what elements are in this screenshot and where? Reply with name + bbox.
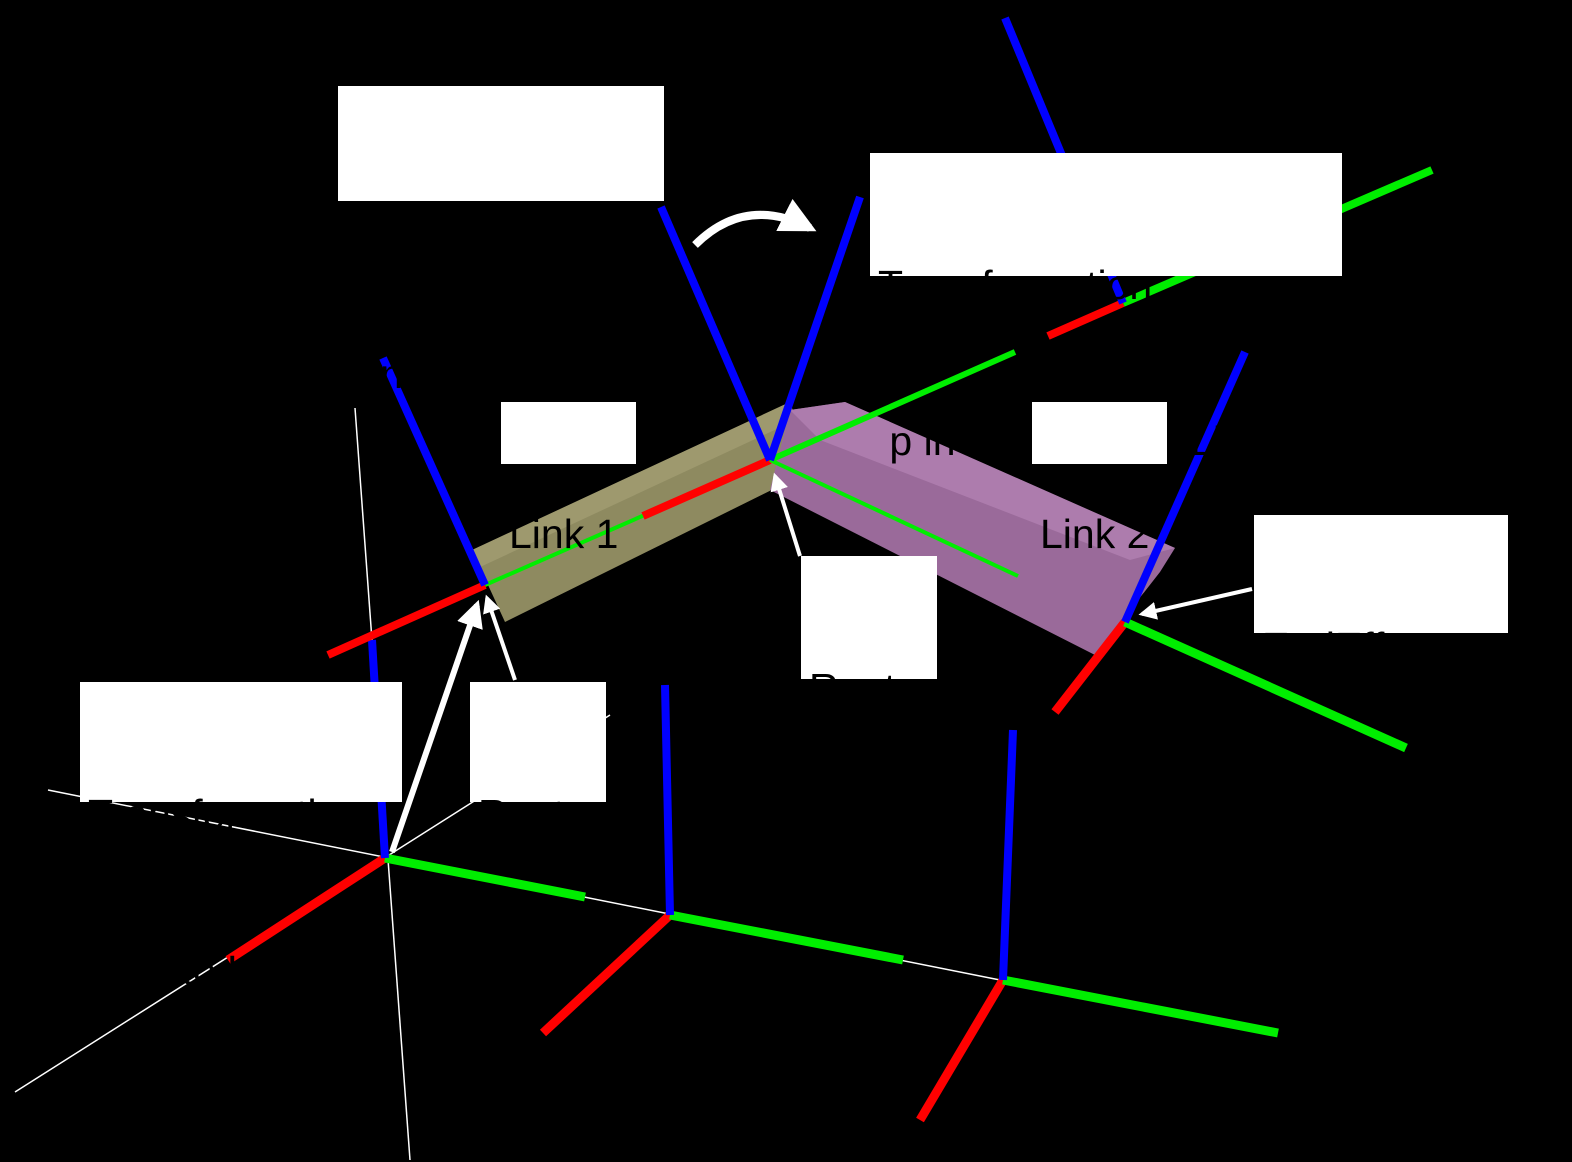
label-line: Origin Next Link bbox=[346, 195, 638, 241]
arrows bbox=[389, 198, 1253, 853]
label-transformation-root-to-link1: Transformation root to Link1 bbox=[80, 682, 402, 993]
arrow-endeffector bbox=[1138, 587, 1253, 620]
label-link2: Link 2 bbox=[1032, 402, 1167, 557]
label-line: Link 2 bbox=[809, 821, 919, 867]
link2-box bbox=[770, 402, 1175, 655]
z-axis bbox=[999, 729, 1017, 981]
frame-grid-3 bbox=[916, 729, 1279, 1123]
label-line: Transformation bbox=[878, 262, 1153, 308]
label-line: Transformation bbox=[88, 791, 363, 837]
label-line: Link 2 bbox=[1040, 511, 1150, 557]
y-axis bbox=[384, 853, 586, 902]
label-transformation-p-to-r: Transformation p in Link1 to r in Link2 bbox=[870, 153, 1342, 464]
x-axis bbox=[641, 456, 772, 520]
link1-box-top bbox=[472, 402, 796, 568]
frame-root-link2 bbox=[641, 195, 1019, 578]
z-axis bbox=[1121, 350, 1249, 624]
z-axis bbox=[657, 205, 774, 462]
label-root-link2: Root Link 2 bbox=[801, 556, 937, 867]
link1-box bbox=[472, 402, 812, 622]
label-endeffector: EndEffector on Link2 bbox=[1254, 515, 1508, 826]
link2-box-top bbox=[790, 402, 1175, 560]
z-axis-next bbox=[766, 195, 864, 462]
arrow-curved-transformation bbox=[692, 198, 817, 248]
label-line: EndEffector bbox=[1262, 624, 1476, 670]
label-line: Link 1 bbox=[509, 511, 619, 557]
label-line: on Link2 bbox=[1262, 780, 1429, 826]
y-axis bbox=[1123, 617, 1408, 753]
arrow-root-link2 bbox=[770, 472, 802, 557]
x-axis bbox=[1051, 619, 1129, 715]
z-axis bbox=[661, 684, 674, 916]
frame-endeffector bbox=[1051, 350, 1408, 753]
link1-box-face bbox=[472, 402, 812, 622]
label-line: on Link1 bbox=[346, 351, 513, 397]
z-axis bbox=[379, 356, 489, 587]
x-axis bbox=[1046, 299, 1125, 340]
label-link1: Link 1 bbox=[501, 402, 636, 557]
x-axis bbox=[916, 977, 1007, 1123]
x-axis bbox=[539, 911, 674, 1037]
arrow-root-link1 bbox=[483, 594, 517, 681]
frame-grid-2 bbox=[539, 684, 904, 1037]
label-line: root to Link1 bbox=[88, 947, 326, 993]
label-line: Root bbox=[809, 665, 896, 711]
y-axis bbox=[1002, 975, 1279, 1038]
y-axis bbox=[669, 910, 904, 965]
label-root-link1: Root Link 1 bbox=[470, 682, 606, 993]
y-axis bbox=[769, 458, 1019, 578]
y-axis-next bbox=[768, 349, 1017, 463]
x-axis bbox=[225, 854, 388, 964]
link2-box-face bbox=[770, 402, 1175, 655]
label-origin-next-link: Origin Next Link on Link1 bbox=[338, 86, 664, 397]
label-line: Root bbox=[478, 791, 565, 837]
arrow-root-to-link1 bbox=[389, 599, 483, 853]
label-line: Link 1 bbox=[478, 947, 588, 993]
x-axis bbox=[326, 581, 487, 659]
